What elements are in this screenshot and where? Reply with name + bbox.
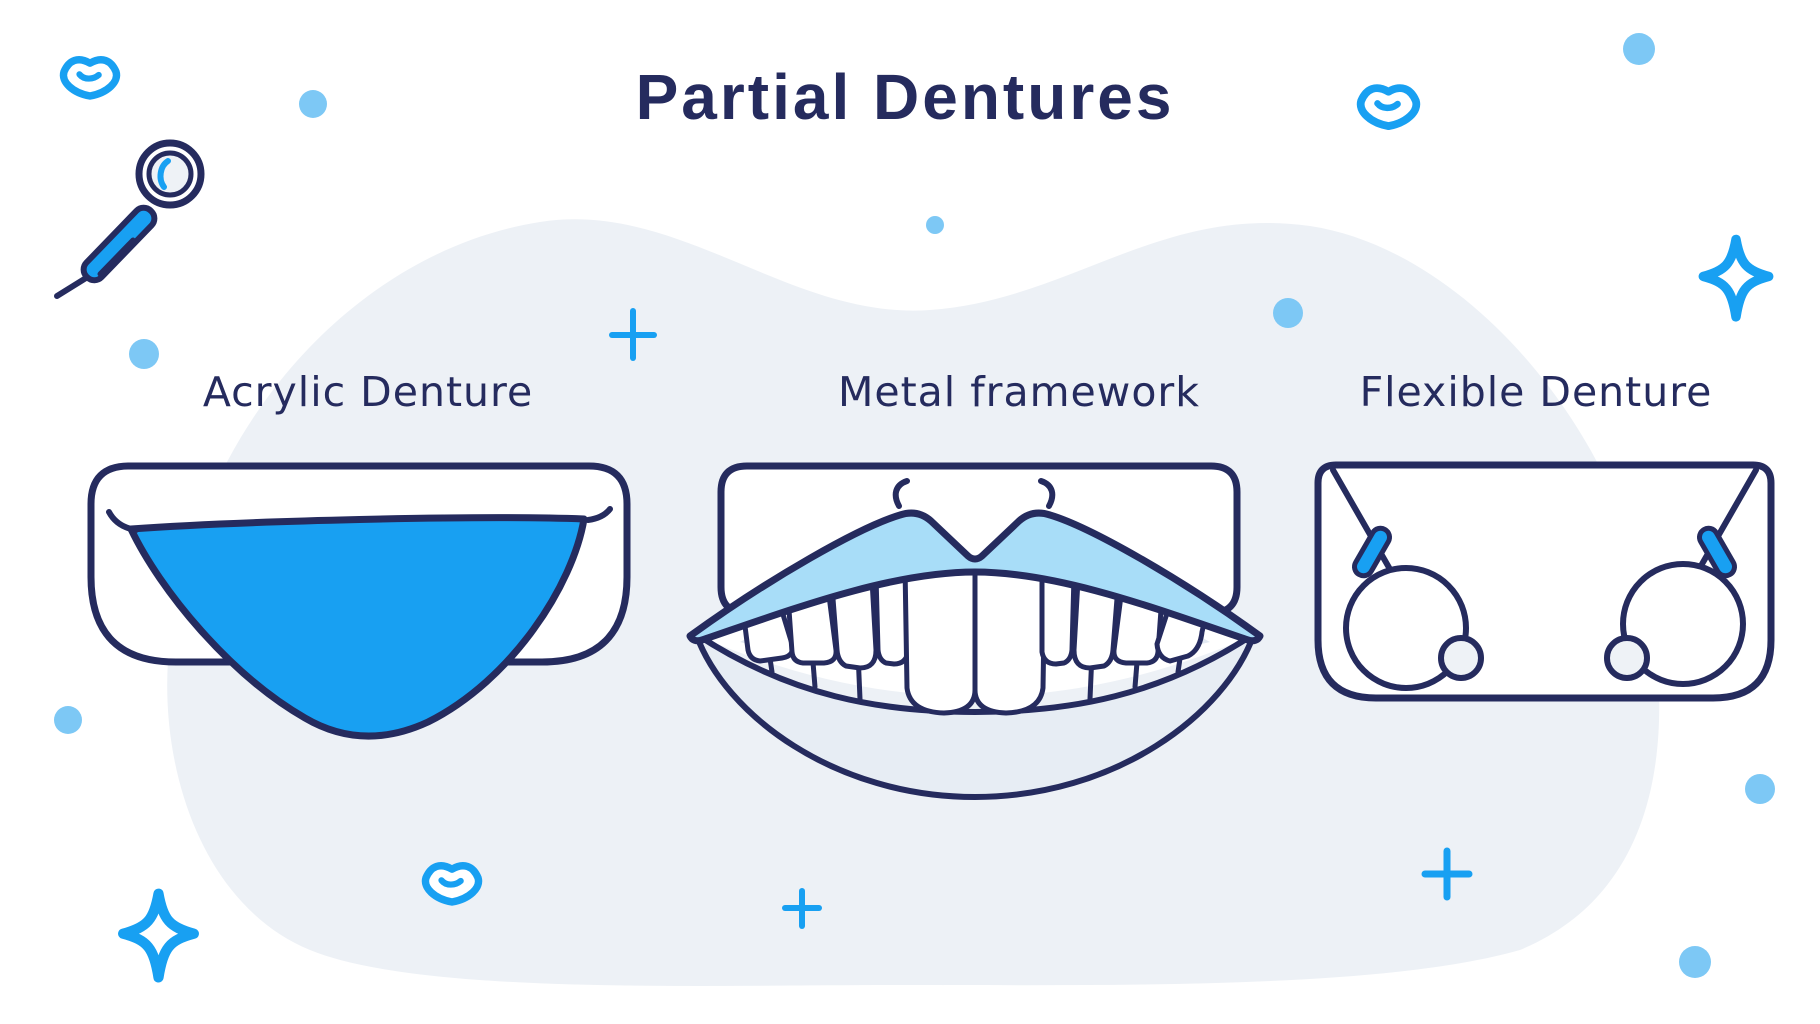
dot	[129, 339, 159, 369]
plus-icon	[609, 308, 657, 361]
dot	[1679, 946, 1711, 978]
acrylic-denture-illustration	[87, 462, 631, 740]
dot	[1273, 298, 1303, 328]
dental-mirror-icon	[54, 139, 205, 299]
plus-icons	[609, 308, 1473, 929]
dot	[299, 90, 327, 118]
plus-icon	[782, 888, 822, 929]
lips-icon	[425, 866, 478, 902]
label-metal-framework: Metal framework	[837, 368, 1201, 416]
label-acrylic-denture: Acrylic Denture	[202, 368, 534, 416]
lower-lip	[693, 631, 1257, 800]
lips-icon	[63, 60, 116, 96]
flexible-tooth-left	[1343, 565, 1469, 691]
decorative-dots	[54, 33, 1775, 978]
plus-icon	[1421, 847, 1473, 901]
flexible-clasp-left	[1352, 525, 1392, 579]
lips-icon	[1361, 88, 1417, 126]
sparkle-icon	[123, 894, 194, 978]
sparkle-icon	[1703, 239, 1768, 316]
dot	[1623, 33, 1655, 65]
page-title: Partial Dentures	[635, 61, 1175, 133]
flexible-denture-illustration	[1314, 461, 1775, 702]
metal-framework-wings	[686, 509, 1264, 645]
label-flexible-denture: Flexible Denture	[1359, 368, 1713, 416]
acrylic-gum-bowl	[127, 514, 588, 740]
dot	[54, 706, 82, 734]
flexible-clasp-right	[1697, 525, 1737, 579]
metal-framework-illustration	[686, 462, 1264, 800]
dot	[926, 216, 944, 234]
flexible-socket-left	[1438, 635, 1484, 681]
flexible-socket-right	[1604, 635, 1650, 681]
flexible-tooth-right	[1620, 561, 1746, 687]
clasp-hooks	[892, 478, 1056, 509]
dot	[1745, 774, 1775, 804]
